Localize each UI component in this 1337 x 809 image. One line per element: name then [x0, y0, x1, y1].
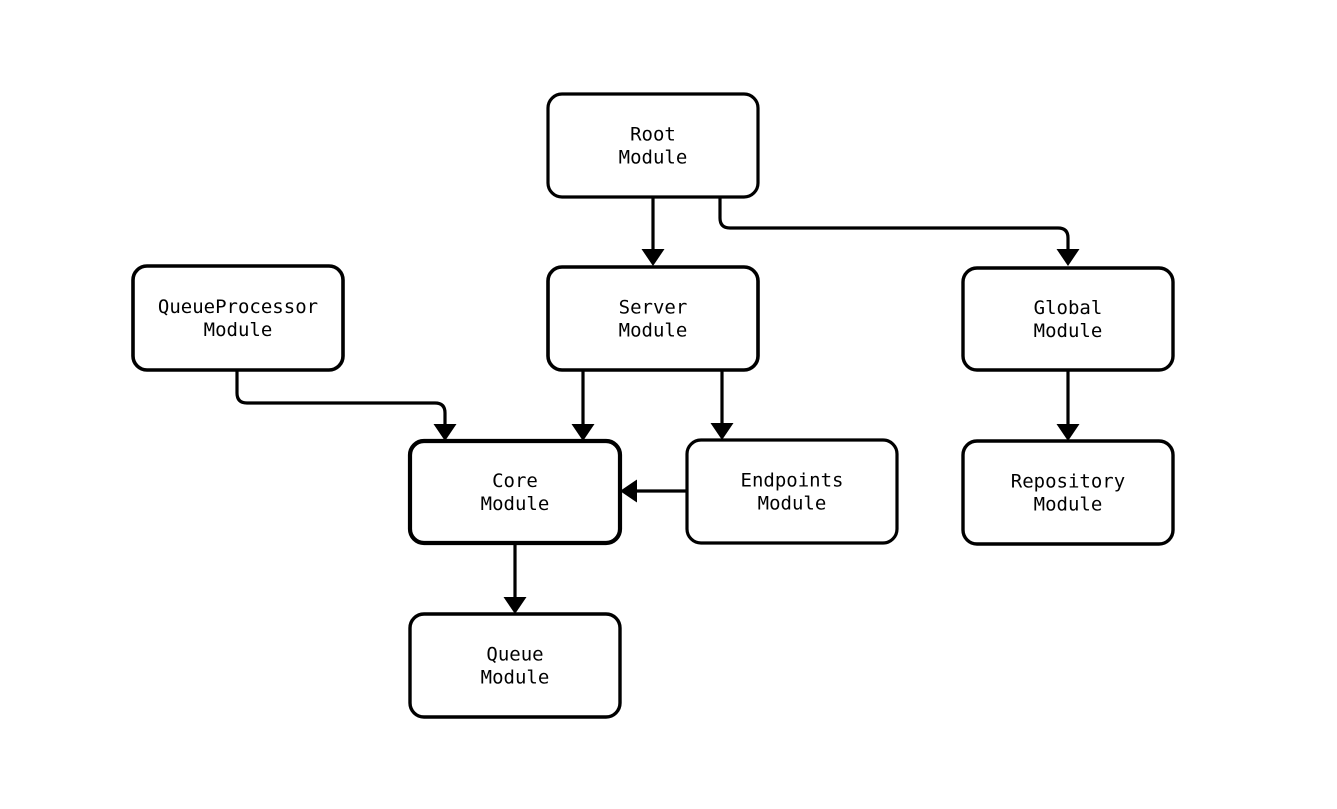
- repository-module-node-label-line2: Module: [1034, 493, 1103, 515]
- edge-queueprocessor-to-core: [235, 370, 457, 441]
- repository-module-node-box[interactable]: [961, 439, 1175, 546]
- endpoints-module-node-box[interactable]: [685, 438, 899, 545]
- queueprocessor-module-node-label-line1: QueueProcessor: [158, 296, 318, 318]
- core-module-node-label-line2: Module: [481, 493, 550, 515]
- edge-server-to-core: [571, 370, 595, 441]
- edge-queueprocessor-to-core-arrowhead: [433, 424, 457, 441]
- root-module-node-box[interactable]: [546, 92, 760, 199]
- global-module-node-box[interactable]: [961, 266, 1175, 372]
- server-module-node-label-line1: Server: [619, 296, 688, 318]
- edge-core-to-queue: [503, 543, 527, 614]
- root-module-node-label-line2: Module: [619, 146, 688, 168]
- edge-server-to-endpoints: [710, 370, 734, 440]
- edge-root-to-global-arrowhead: [1056, 249, 1080, 266]
- edge-global-to-repository: [1056, 370, 1080, 441]
- queueprocessor-module-node-label-line2: Module: [204, 319, 273, 341]
- server-module-node-box[interactable]: [546, 265, 760, 372]
- repository-module-node-label-line1: Repository: [1011, 470, 1125, 492]
- edge-server-to-core-arrowhead: [571, 424, 595, 441]
- edge-global-to-repository-arrowhead: [1056, 424, 1080, 441]
- edges-layer: [235, 197, 1080, 614]
- edge-root-to-global-line: [718, 197, 1070, 252]
- queue-module-node-label-line2: Module: [481, 666, 550, 688]
- core-module-node-label-line1: Core: [492, 470, 538, 492]
- global-module-node-label-line2: Module: [1034, 320, 1103, 342]
- root-module-node-label-line1: Root: [630, 123, 676, 145]
- edge-core-to-queue-arrowhead: [503, 597, 527, 614]
- edge-root-to-server-arrowhead: [641, 249, 665, 266]
- edge-server-to-endpoints-arrowhead: [710, 423, 734, 440]
- core-module-node-box[interactable]: [407, 438, 623, 546]
- queue-module-node-box[interactable]: [408, 612, 622, 719]
- endpoints-module-node-label-line2: Module: [758, 492, 827, 514]
- endpoints-module-node-label-line1: Endpoints: [741, 469, 844, 491]
- edge-endpoints-to-core: [620, 479, 687, 503]
- edge-endpoints-to-core-arrowhead: [620, 479, 637, 503]
- edge-queueprocessor-to-core-line: [235, 370, 447, 427]
- edge-root-to-global: [718, 197, 1080, 266]
- server-module-node-label-line2: Module: [619, 319, 688, 341]
- queueprocessor-module-node-box[interactable]: [131, 264, 345, 372]
- queue-module-node-label-line1: Queue: [486, 643, 543, 665]
- edge-root-to-server: [641, 197, 665, 266]
- global-module-node-label-line1: Global: [1034, 297, 1103, 319]
